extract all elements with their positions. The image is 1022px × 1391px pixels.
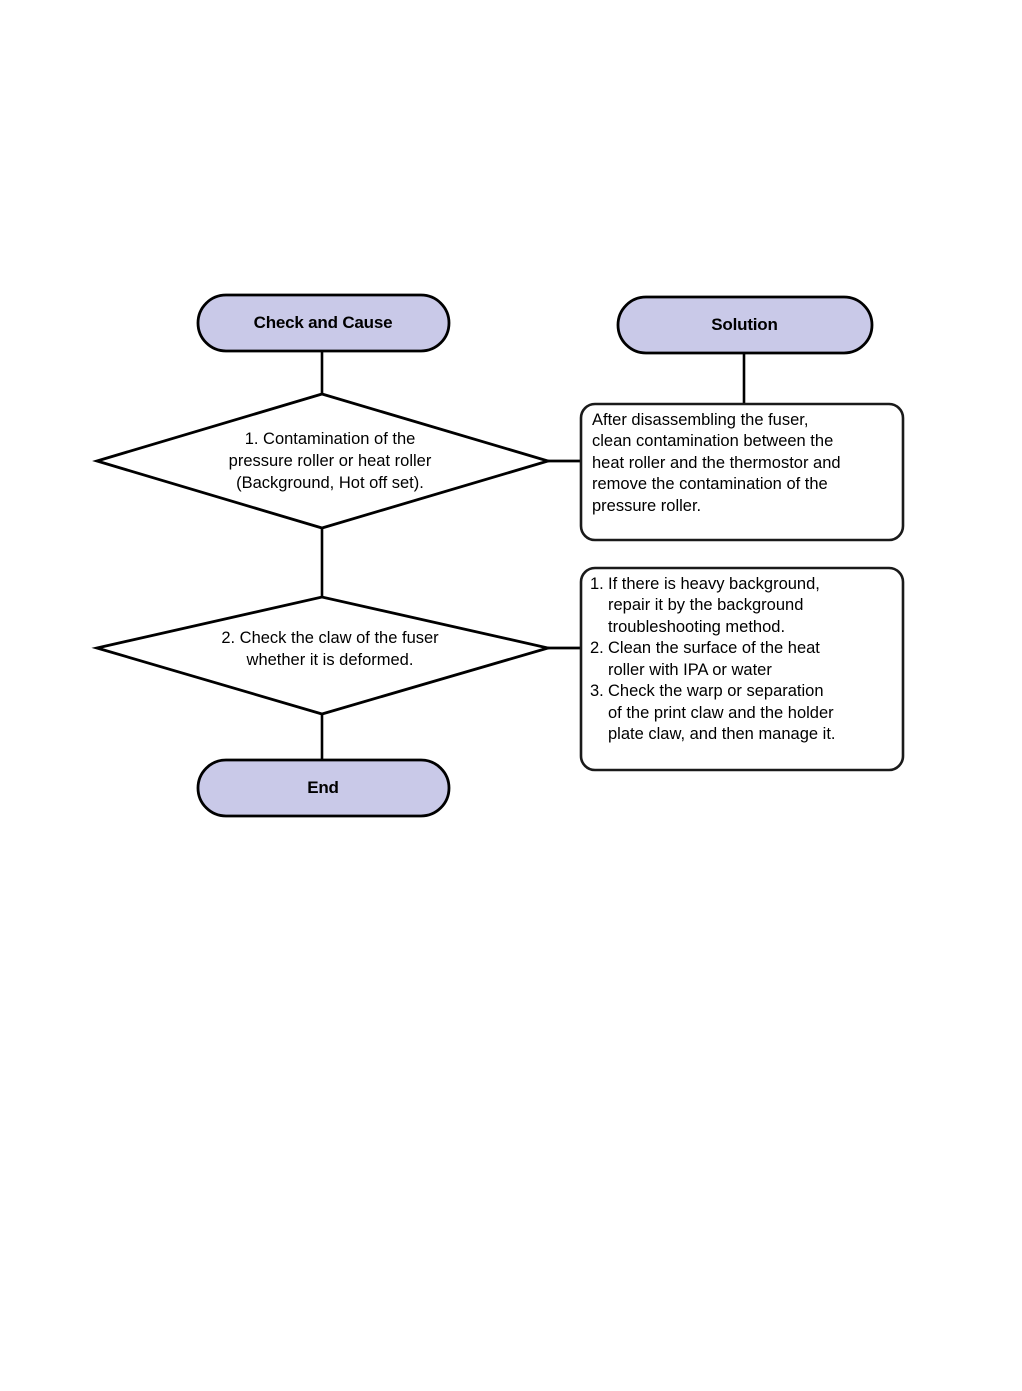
pill-solution-shape — [616, 295, 874, 355]
solution-2-item-text: Check the warp or separation of the prin… — [608, 682, 836, 744]
solution-2-item: 2. Clean the surface of the heat roller … — [590, 638, 895, 681]
decision-shape-1 — [92, 392, 553, 530]
solution-box-2-shape — [579, 566, 905, 772]
solution-1-text: After disassembling the fuser, clean con… — [592, 410, 892, 517]
solution-2-item-number: 1. — [590, 575, 604, 593]
solution-2-item-text: Clean the surface of the heat roller wit… — [608, 639, 820, 679]
solution-2-item: 3. Check the warp or separation of the p… — [590, 681, 895, 745]
solution-2-item-text: If there is heavy background, repair it … — [608, 575, 820, 636]
solution-1-line: remove the contamination of the — [592, 475, 828, 494]
decision-shape-2 — [91, 595, 554, 716]
solution-2-item-number: 2. — [590, 639, 604, 658]
solution-2-item: 1. If there is heavy background, repair … — [590, 574, 895, 638]
solution-1-line: pressure roller. — [592, 496, 702, 515]
solution-1-line: heat roller and the thermostor and — [592, 453, 841, 472]
pill-end-shape — [196, 758, 451, 818]
solution-2-item-number: 3. — [590, 682, 604, 701]
solution-1-line: clean contamination between the — [592, 432, 834, 451]
solution-1-line: After disassembling the fuser, — [592, 411, 809, 429]
solution-2-text: 1. If there is heavy background, repair … — [590, 574, 895, 746]
solution-box-1-shape — [579, 402, 905, 542]
pill-check-and-cause-shape — [196, 293, 451, 353]
